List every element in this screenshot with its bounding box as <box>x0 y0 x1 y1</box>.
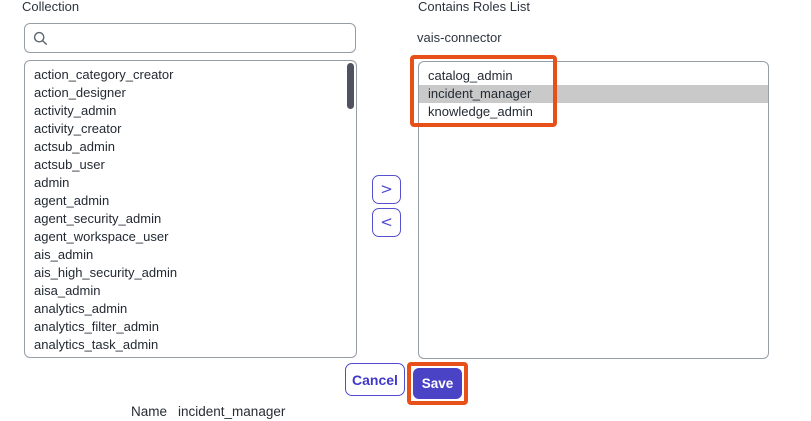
save-button-label: Save <box>421 376 454 391</box>
list-item[interactable]: action_designer <box>34 85 126 100</box>
scrollbar-thumb[interactable] <box>347 63 354 109</box>
move-right-button[interactable]: > <box>372 175 401 204</box>
search-icon <box>33 31 48 45</box>
group-name-label: vais-connector <box>417 30 502 45</box>
move-left-button[interactable]: < <box>372 208 401 237</box>
contains-roles-list-label: Contains Roles List <box>418 0 530 14</box>
name-value: incident_manager <box>178 404 286 419</box>
list-item[interactable]: activity_admin <box>34 103 117 118</box>
name-label: Name <box>131 404 168 419</box>
list-item[interactable]: admin <box>34 175 70 190</box>
list-item[interactable]: catalog_admin <box>428 68 513 83</box>
list-item[interactable]: actsub_user <box>34 157 105 172</box>
list-item[interactable]: analytics_task_admin <box>34 337 159 352</box>
list-item[interactable]: agent_workspace_user <box>34 229 169 244</box>
chevron-right-icon: > <box>380 180 393 198</box>
collection-label: Collection <box>22 0 80 14</box>
list-item[interactable]: actsub_admin <box>34 139 115 154</box>
list-item[interactable]: analytics_filter_admin <box>34 319 160 334</box>
save-button[interactable]: Save <box>413 368 462 399</box>
list-item[interactable]: ais_high_security_admin <box>34 265 178 280</box>
list-item[interactable]: action_category_creator <box>34 67 174 82</box>
list-item[interactable]: analytics_admin <box>34 301 128 316</box>
list-item[interactable]: agent_admin <box>34 193 110 208</box>
list-item[interactable]: agent_security_admin <box>34 211 162 226</box>
list-item[interactable]: aisa_admin <box>34 283 101 298</box>
list-item[interactable]: analytics_viewer <box>25 354 356 357</box>
list-item[interactable]: ais_admin <box>34 247 94 262</box>
list-item[interactable]: knowledge_admin <box>428 104 533 119</box>
list-item[interactable]: activity_creator <box>34 121 122 136</box>
cancel-button[interactable]: Cancel <box>345 363 405 396</box>
name-row: Name incident_manager <box>131 404 285 419</box>
collection-search-input[interactable] <box>55 30 347 46</box>
chevron-left-icon: < <box>380 213 393 231</box>
contains-roles-listbox[interactable]: catalog_admin incident_manager knowledge… <box>418 61 769 359</box>
list-item-selected[interactable]: incident_manager <box>419 85 768 103</box>
cancel-button-label: Cancel <box>352 371 398 388</box>
collection-listbox[interactable]: action_category_creator action_designer … <box>24 60 357 358</box>
collection-search-box[interactable] <box>24 23 356 53</box>
